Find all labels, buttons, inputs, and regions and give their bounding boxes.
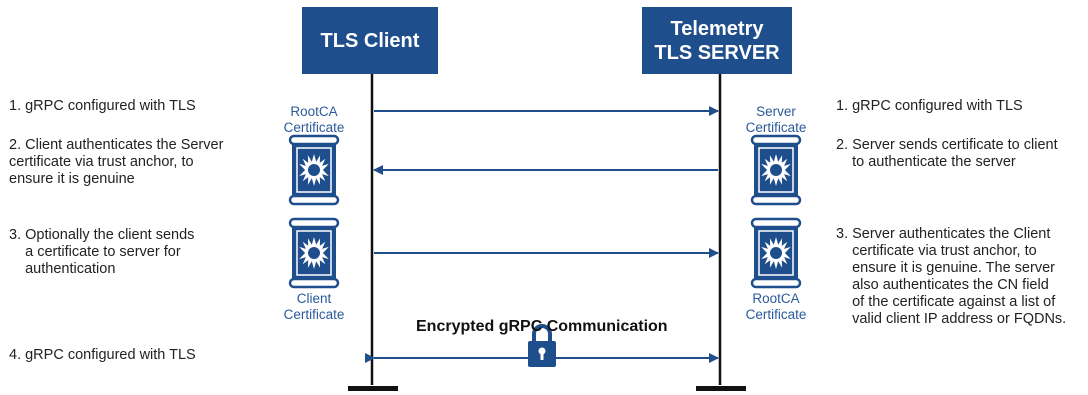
right-step-3: 3. Server authenticates the Client certi…	[836, 226, 1067, 327]
left-step-2: 2. Client authenticates the Server certi…	[9, 137, 224, 187]
encrypted-communication-label: Encrypted gRPC Communication	[416, 318, 668, 335]
telemetry-server-box: Telemetry TLS SERVER	[642, 7, 792, 74]
certificate-seal-icon	[750, 134, 802, 206]
left-step-4: 4. gRPC configured with TLS	[9, 347, 196, 363]
rootca-right-label: RootCA Certificate	[745, 291, 807, 322]
client-certificate-label: Client Certificate	[283, 291, 345, 322]
left-step-1: 1. gRPC configured with TLS	[9, 98, 196, 114]
server-label-line1: Telemetry	[670, 17, 764, 40]
certificate-seal-icon	[288, 217, 340, 289]
certificate-seal-icon	[288, 134, 340, 206]
right-step-2: 2. Server sends certificate to client to…	[836, 137, 1058, 170]
server-label-line2: TLS SERVER	[654, 41, 780, 64]
rootca-left-label: RootCA Certificate	[283, 104, 345, 135]
padlock-icon	[528, 324, 556, 367]
right-step-1: 1. gRPC configured with TLS	[836, 98, 1023, 114]
certificate-seal-icon	[750, 217, 802, 289]
tls-client-label: TLS Client	[320, 29, 420, 52]
client-base-bar	[348, 386, 398, 391]
left-step-3: 3. Optionally the client sends a certifi…	[9, 227, 195, 277]
server-base-bar	[696, 386, 746, 391]
server-certificate-label: Server Certificate	[745, 104, 807, 135]
tls-client-box: TLS Client	[302, 7, 438, 74]
